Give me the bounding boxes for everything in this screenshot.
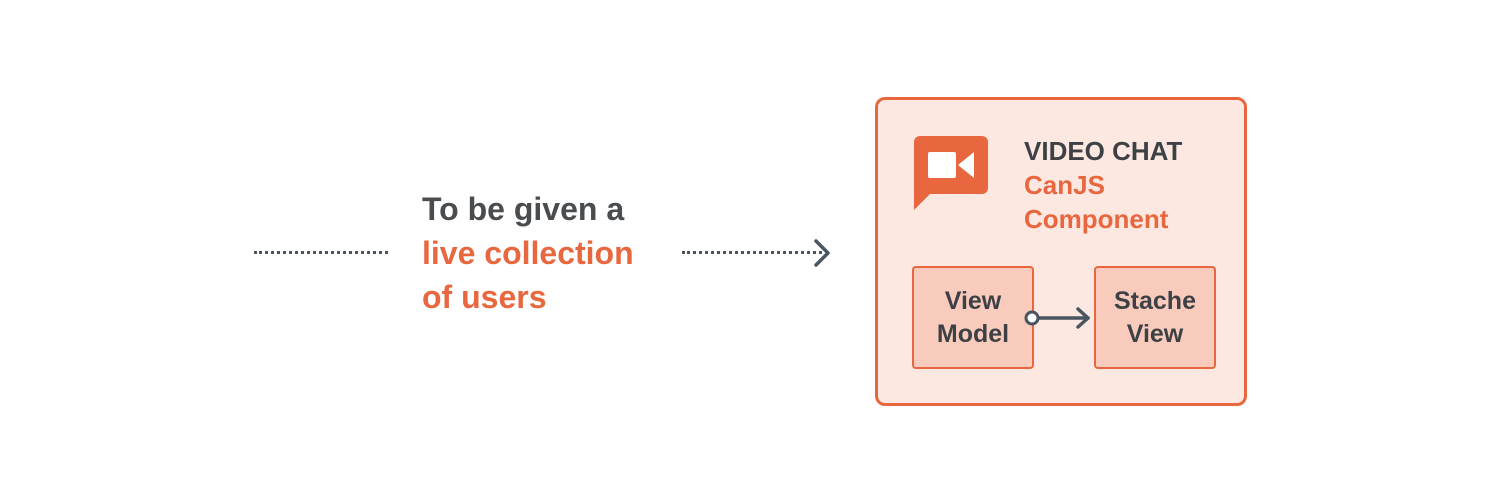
stache-view-label-2: View: [1126, 319, 1184, 348]
stache-view-label-1: Stache: [1114, 286, 1196, 315]
stache-view-box: Stache View: [1094, 266, 1216, 369]
view-model-box: View Model: [912, 266, 1034, 369]
outgoing-dotted-line: [682, 251, 822, 254]
arrow-head-icon: [814, 239, 830, 267]
connector-arrow-icon: [1024, 307, 1090, 329]
component-subtitle-1: CanJS: [1024, 170, 1105, 200]
video-camera-chat-icon: [914, 136, 988, 210]
component-title: VIDEO CHAT: [1024, 136, 1183, 166]
caption-line-3: of users: [422, 279, 547, 315]
component-subtitle-2: Component: [1024, 204, 1169, 234]
caption-line-1: To be given a: [422, 191, 625, 227]
caption-line-2: live collection: [422, 235, 634, 271]
view-model-label-1: View: [944, 286, 1002, 315]
caption-text: To be given a live collection of users: [422, 187, 672, 319]
incoming-dotted-line: [254, 251, 388, 254]
component-title-block: VIDEO CHAT CanJS Component: [1024, 134, 1182, 236]
view-model-label-2: Model: [936, 319, 1010, 348]
